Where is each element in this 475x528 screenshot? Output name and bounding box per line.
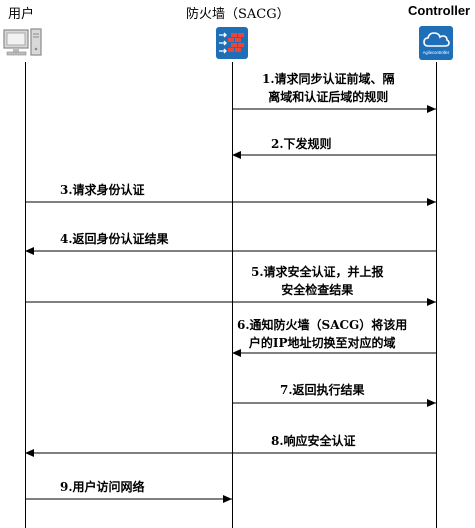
message-label-1-line-1: 1.请求同步认证前域、隔 [262,72,395,86]
firewall-brick-icon [216,27,248,59]
message-label-1: 1.请求同步认证前域、隔 离域和认证后域的规则 [262,70,395,106]
message-label-5: 5.请求安全认证，并上报 安全检查结果 [251,263,384,299]
desktop-pc-icon [3,27,43,61]
message-label-9-line-1: 9.用户访问网络 [60,480,145,494]
participant-controller-label: Controller [408,3,471,18]
message-label-7-line-1: 7.返回执行结果 [280,383,365,397]
message-label-2: 2.下发规则 [271,135,332,153]
message-label-3: 3.请求身份认证 [60,181,145,199]
message-label-3-line-1: 3.请求身份认证 [60,183,145,197]
message-label-6-line-2: 户的IP地址切换至对应的域 [248,336,396,350]
message-label-1-line-2: 离域和认证后域的规则 [268,90,389,104]
message-label-8: 8.响应安全认证 [271,432,356,450]
cloud-controller-icon: Agilecontroller [419,26,453,60]
message-label-2-line-1: 2.下发规则 [271,137,332,151]
participant-firewall-label: 防火墙（SACG） [186,7,290,22]
message-label-7: 7.返回执行结果 [280,381,365,399]
lifeline-firewall [232,62,233,528]
controller-icon-text: Agilecontroller [423,50,450,55]
message-label-4-line-1: 4.返回身份认证结果 [60,232,169,246]
message-label-5-line-1: 5.请求安全认证，并上报 [251,265,384,279]
message-label-5-line-2: 安全检查结果 [281,283,354,297]
participant-user-label: 用户 [8,7,35,22]
lifeline-user [25,62,26,528]
message-label-8-line-1: 8.响应安全认证 [271,434,356,448]
message-label-9: 9.用户访问网络 [60,478,145,496]
message-label-6: 6.通知防火墙（SACG）将该用 户的IP地址切换至对应的域 [237,316,407,352]
lifeline-controller [436,62,437,528]
message-label-4: 4.返回身份认证结果 [60,230,169,248]
message-label-6-line-1: 6.通知防火墙（SACG）将该用 [237,318,408,332]
